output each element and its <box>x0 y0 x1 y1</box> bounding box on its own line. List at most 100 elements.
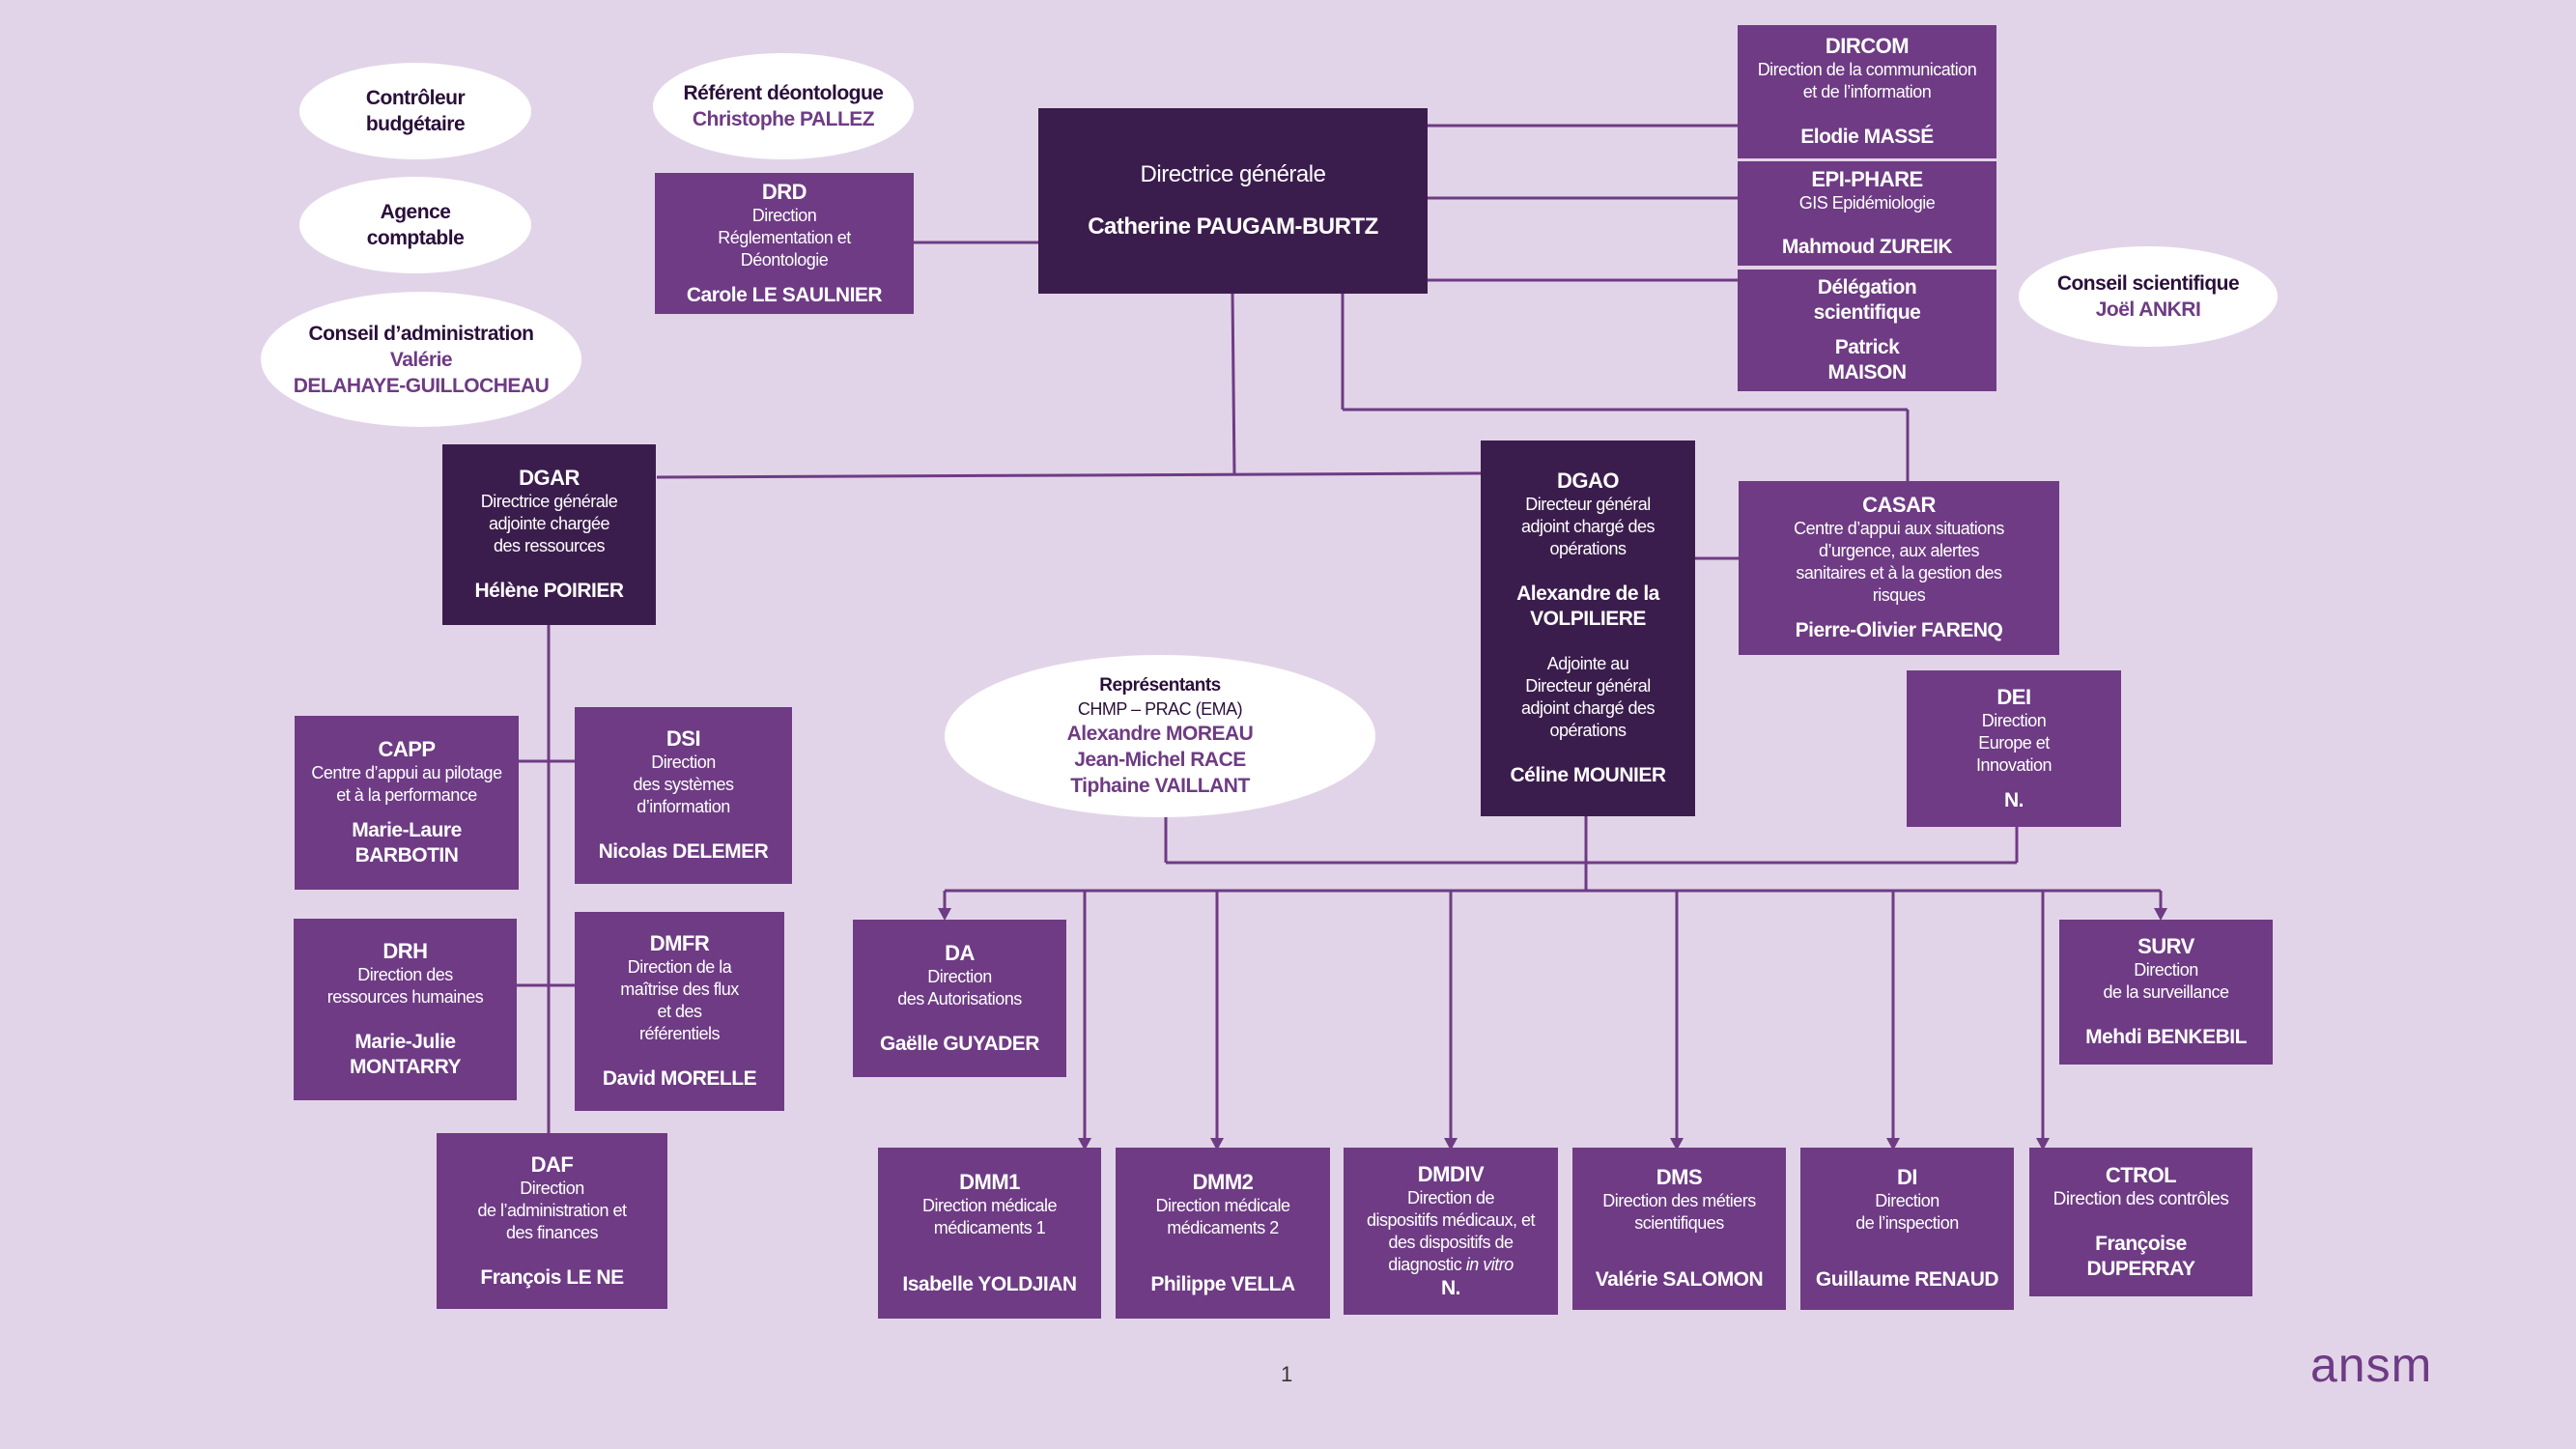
epi-phare-box: EPI-PHARE GIS Epidémiologie Mahmoud ZURE… <box>1738 161 1996 266</box>
capp-person-2: BARBOTIN <box>354 844 459 867</box>
da-code: DA <box>945 940 975 965</box>
daf-desc-2: de l’administration et <box>477 1200 627 1220</box>
dei-code: DEI <box>1996 684 2031 709</box>
dei-desc-2: Europe et <box>1978 732 2050 753</box>
capp-code: CAPP <box>378 737 436 761</box>
dmdiv-box: DMDIV Direction de dispositifs médicaux,… <box>1344 1148 1558 1315</box>
drh-person-2: MONTARRY <box>350 1056 462 1078</box>
page-number: 1 <box>1281 1362 1293 1386</box>
dmdiv-desc-3: des dispositifs de <box>1388 1232 1514 1252</box>
casar-desc-4: risques <box>1872 585 1926 605</box>
casar-box: CASAR Centre d’appui aux situations d’ur… <box>1739 481 2059 655</box>
dei-desc-3: Innovation <box>1975 754 2052 775</box>
dircom-desc-1: Direction de la communication <box>1757 60 1977 79</box>
representants-label: Représentants <box>1099 675 1221 696</box>
dmm1-box: DMM1 Direction médicale médicaments 1 Is… <box>878 1148 1101 1319</box>
dgao-box: DGAO Directeur général adjoint chargé de… <box>1481 440 1695 816</box>
dmdiv-code: DMDIV <box>1417 1161 1485 1186</box>
dgao-person-2: VOLPILIERE <box>1530 608 1646 630</box>
dmm2-box: DMM2 Direction médicale médicaments 2 Ph… <box>1116 1148 1330 1319</box>
representant-name-1: Alexandre MOREAU <box>1066 723 1254 745</box>
representant-name-2: Jean-Michel RACE <box>1074 749 1246 771</box>
dmfr-desc-4: référentiels <box>638 1024 721 1043</box>
daf-box: DAF Direction de l’administration et des… <box>437 1133 667 1309</box>
dgar-box: DGAR Directrice générale adjointe chargé… <box>442 444 656 625</box>
dms-box: DMS Direction des métiers scientifiques … <box>1572 1148 1786 1310</box>
ctrol-code: CTROL <box>2105 1162 2177 1187</box>
representant-name-3: Tiphaine VAILLANT <box>1070 775 1250 797</box>
ceo-name: Catherine PAUGAM-BURTZ <box>1088 213 1378 240</box>
dmm2-desc-2: médicaments 2 <box>1167 1217 1279 1237</box>
dgao-adj-desc-4: opérations <box>1549 721 1627 740</box>
conseil-scientifique-ellipse: Conseil scientifique Joël ANKRI <box>2019 246 2278 347</box>
dmm2-code: DMM2 <box>1192 1169 1254 1194</box>
dgar-desc-1: Directrice générale <box>480 492 618 511</box>
dgao-desc-1: Directeur général <box>1525 495 1651 514</box>
drd-desc-3: Déontologie <box>740 249 829 270</box>
controleur-label-2: budgétaire <box>365 113 466 135</box>
dmfr-box: DMFR Direction de la maîtrise des flux e… <box>575 912 784 1111</box>
dmfr-code: DMFR <box>649 931 710 955</box>
drh-desc-2: ressources humaines <box>326 987 484 1007</box>
capp-box: CAPP Centre d’appui au pilotage et à la … <box>295 716 519 890</box>
dmdiv-person: N. <box>1441 1276 1461 1299</box>
delegation-person-1: Patrick <box>1834 336 1900 358</box>
dmm2-desc-1: Direction médicale <box>1155 1195 1290 1215</box>
dmdiv-desc-2: dispositifs médicaux, et <box>1366 1209 1536 1230</box>
casar-code: CASAR <box>1862 493 1936 517</box>
dgao-person-1: Alexandre de la <box>1516 582 1659 605</box>
epiphare-code: EPI-PHARE <box>1811 167 1923 191</box>
di-person: Guillaume RENAUD <box>1815 1268 1999 1291</box>
dsi-box: DSI Direction des systèmes d’information… <box>575 707 792 884</box>
surv-desc-1: Direction <box>2134 960 2198 980</box>
conseil-admin-name: Valérie <box>389 348 453 371</box>
dmdiv-desc-4b: in vitro <box>1465 1254 1514 1274</box>
controleur-label: Contrôleur <box>365 87 466 109</box>
referent-label: Référent déontologue <box>683 82 884 104</box>
conseil-sci-name: Joël ANKRI <box>2095 298 2201 321</box>
dgar-desc-3: des ressources <box>493 536 606 555</box>
drd-desc-2: Réglementation et <box>718 227 851 247</box>
dgar-desc-2: adjointe chargée <box>488 514 610 533</box>
daf-code: DAF <box>530 1151 574 1177</box>
dgao-desc-2: adjoint chargé des <box>1520 517 1656 536</box>
da-box: DA Direction des Autorisations Gaëlle GU… <box>853 920 1066 1077</box>
drd-person: Carole LE SAULNIER <box>686 283 883 306</box>
surv-box: SURV Direction de la surveillance Mehdi … <box>2059 920 2273 1065</box>
ctrol-desc-1: Direction des contrôles <box>2052 1188 2229 1209</box>
delegation-scientifique-box: Délégation scientifique Patrick MAISON <box>1738 270 1996 391</box>
dircom-desc-2: et de l’information <box>1802 82 1932 101</box>
dsi-person: Nicolas DELEMER <box>598 840 769 863</box>
dmm1-desc-1: Direction médicale <box>921 1195 1058 1215</box>
dms-code: DMS <box>1656 1165 1703 1189</box>
drh-code: DRH <box>382 939 428 963</box>
dgao-adj-desc-3: adjoint chargé des <box>1520 698 1656 718</box>
dsi-desc-3: d’information <box>637 797 730 816</box>
casar-desc-1: Centre d’appui aux situations <box>1794 519 2004 538</box>
dgao-code: DGAO <box>1557 469 1620 493</box>
dsi-code: DSI <box>665 726 701 751</box>
casar-desc-3: sanitaires et à la gestion des <box>1796 563 2002 582</box>
dmdiv-desc-4a: diagnostic <box>1388 1254 1466 1274</box>
dei-person: N. <box>2004 788 2024 811</box>
agence-comptable-ellipse: Agence comptable <box>299 177 531 273</box>
dmm1-code: DMM1 <box>959 1169 1020 1194</box>
dei-box: DEI Direction Europe et Innovation N. <box>1907 670 2121 827</box>
da-person: Gaëlle GUYADER <box>880 1032 1039 1055</box>
dmfr-desc-2: maîtrise des flux <box>620 980 739 999</box>
referent-name: Christophe PALLEZ <box>692 108 875 130</box>
drh-box: DRH Direction des ressources humaines Ma… <box>294 919 517 1100</box>
dmm1-desc-2: médicaments 1 <box>933 1217 1046 1237</box>
dmfr-desc-1: Direction de la <box>627 957 732 977</box>
dgao-desc-3: opérations <box>1549 539 1627 558</box>
di-code: DI <box>1897 1165 1918 1189</box>
delegation-code-2: scientifique <box>1813 301 1921 324</box>
dgao-adj-desc-2: Directeur général <box>1525 676 1651 696</box>
capp-desc-2: et à la performance <box>336 785 477 805</box>
agence-label: Agence <box>380 201 451 223</box>
conseil-sci-label: Conseil scientifique <box>2056 272 2240 295</box>
dei-desc-1: Direction <box>1981 710 2047 730</box>
dms-desc-2: scientifiques <box>1634 1213 1724 1233</box>
capp-person-1: Marie-Laure <box>352 819 462 841</box>
controleur-budgetaire-ellipse: Contrôleur budgétaire <box>299 63 531 159</box>
